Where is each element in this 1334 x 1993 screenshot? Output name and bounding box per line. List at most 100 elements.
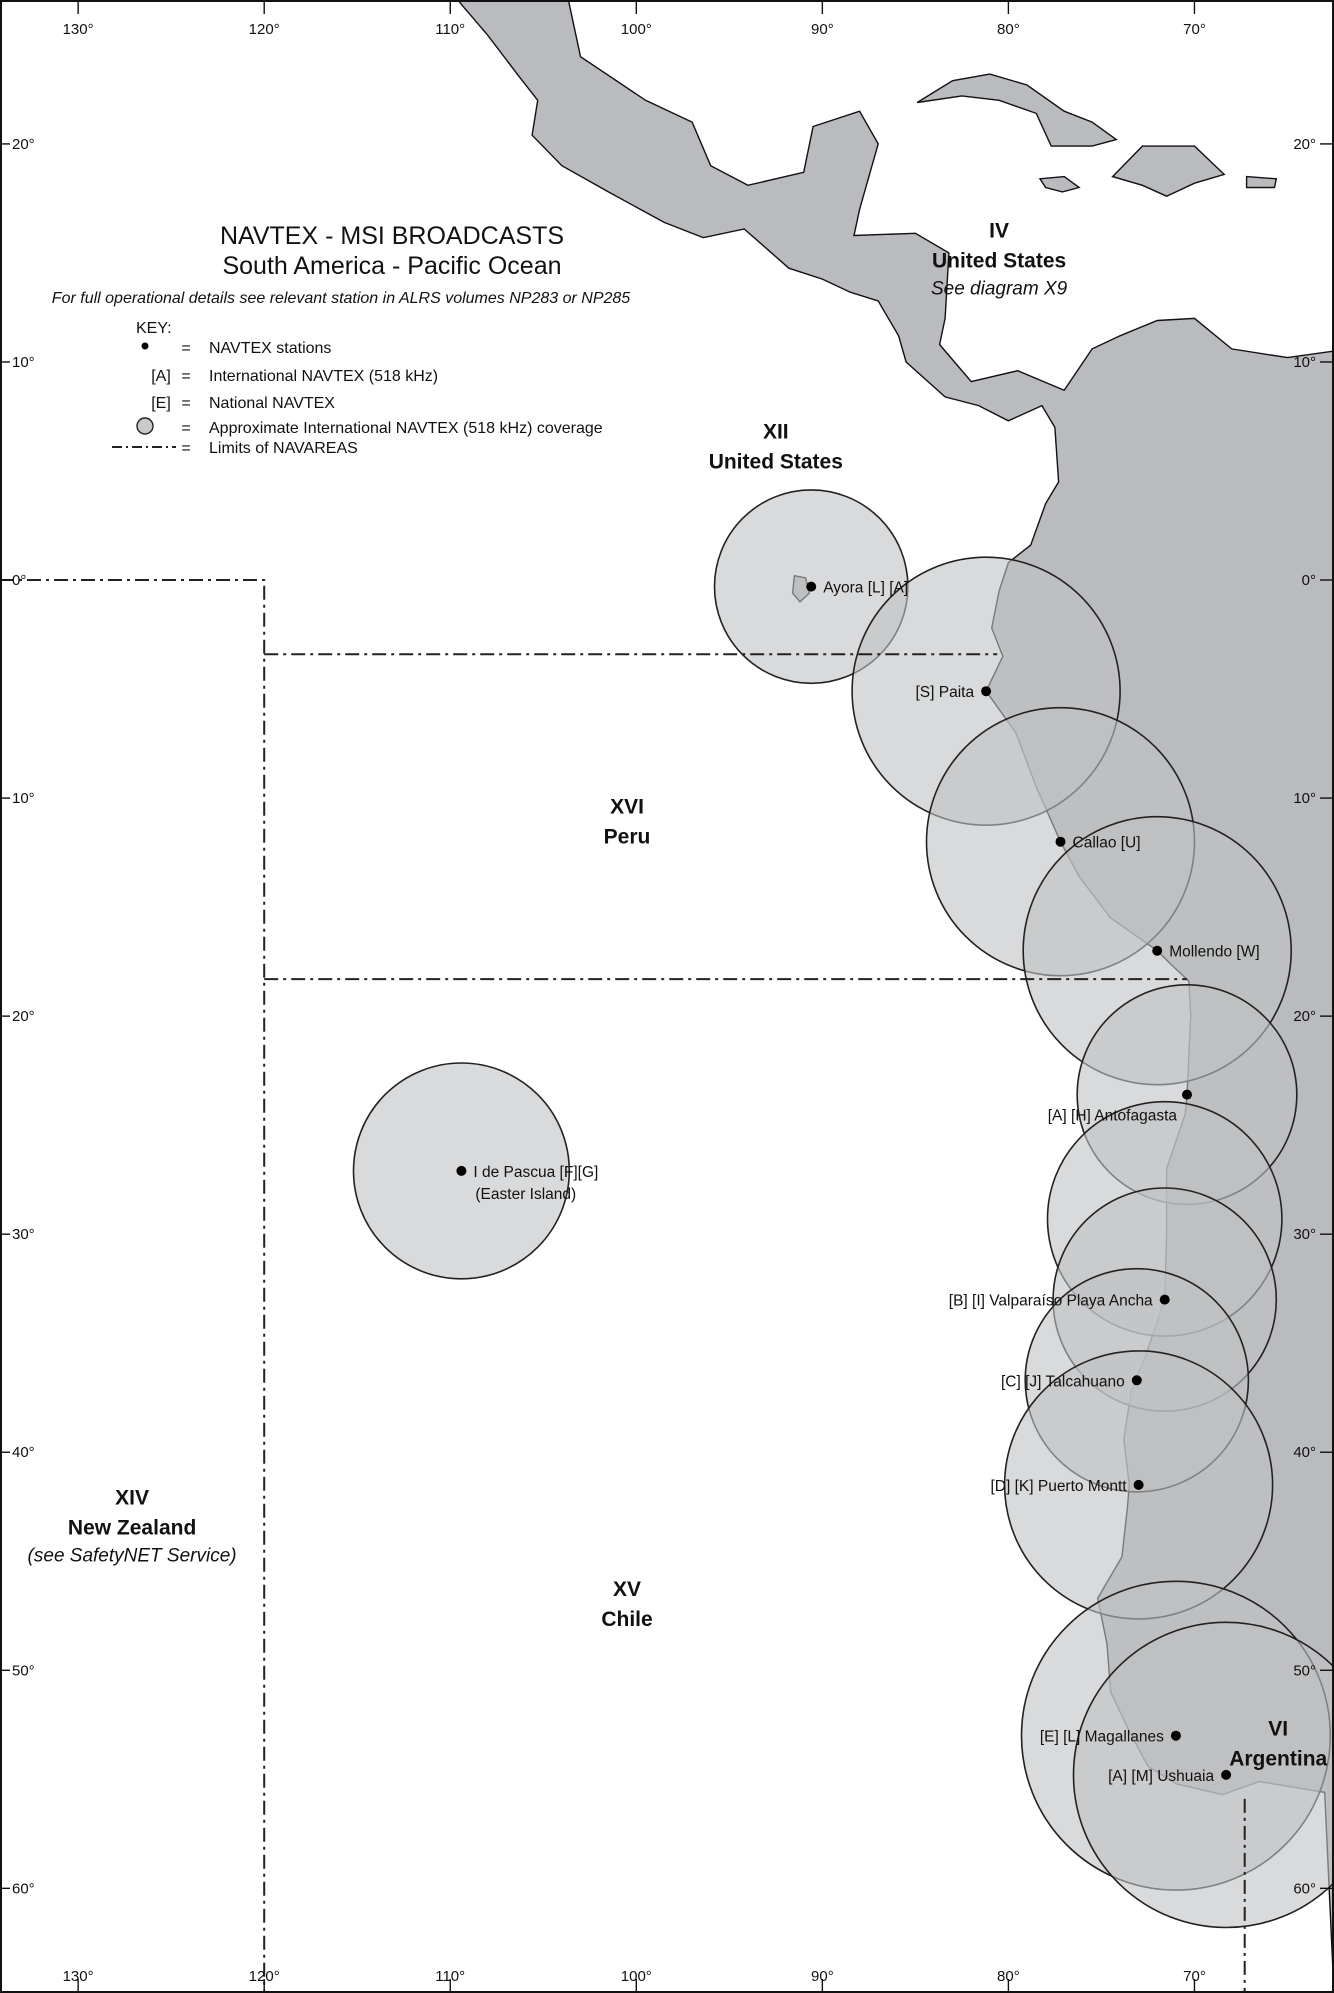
lat-label-right: 30° — [1293, 1226, 1316, 1243]
lon-label-top: 80° — [997, 21, 1020, 38]
region-country: Argentina — [1229, 1748, 1327, 1771]
region-country: United States — [932, 250, 1066, 273]
region-country: Chile — [601, 1608, 652, 1631]
region-numeral: XIV — [115, 1487, 149, 1510]
region-numeral: XVI — [610, 795, 644, 818]
region-country: New Zealand — [68, 1517, 196, 1540]
region-country: Peru — [604, 825, 651, 848]
map-title: NAVTEX - MSI BROADCASTS — [220, 222, 564, 250]
lon-label-bottom: 120° — [249, 1968, 280, 1985]
land-jamaica — [1038, 175, 1081, 193]
legend: KEY: = NAVTEX stations [A] = Internation… — [112, 320, 603, 457]
lon-label-bottom: 70° — [1183, 1968, 1206, 1985]
station-dot — [456, 1165, 467, 1176]
title-block: NAVTEX - MSI BROADCASTS South America - … — [52, 222, 630, 307]
station-label: [B] [I] Valparaíso Playa Ancha — [949, 1293, 1153, 1310]
lon-label-bottom: 90° — [811, 1968, 834, 1985]
coverage-layer — [352, 489, 1334, 1929]
legend-separator: = — [181, 440, 190, 457]
lon-label-top: 120° — [249, 21, 280, 38]
station-dot — [1152, 945, 1163, 956]
lat-label-right: 40° — [1293, 1444, 1316, 1461]
region-numeral: XII — [763, 420, 789, 443]
lat-label-left: 0° — [12, 572, 26, 589]
lon-label-top: 110° — [435, 21, 465, 38]
legend-symbol-national: [E] — [151, 395, 171, 412]
lat-label-left: 50° — [12, 1662, 35, 1679]
lat-label-right: 20° — [1293, 1008, 1316, 1025]
station-label: [S] Paita — [916, 684, 975, 701]
station-dot — [981, 686, 992, 697]
region-numeral: IV — [989, 220, 1009, 243]
legend-text-limits: Limits of NAVAREAS — [209, 440, 358, 457]
station-label: Ayora [L] [A] — [823, 580, 908, 597]
lat-label-right: 10° — [1293, 354, 1316, 371]
station-dot — [1182, 1089, 1192, 1100]
land-puerto-rico — [1245, 175, 1278, 189]
station-dot — [1131, 1375, 1142, 1386]
legend-text-international: International NAVTEX (518 kHz) — [209, 368, 438, 385]
navarea-limit-line — [0, 579, 266, 1993]
land-cuba — [916, 73, 1118, 147]
land-hispaniola — [1111, 145, 1226, 197]
station-dot — [1133, 1479, 1144, 1490]
lon-label-bottom: 130° — [63, 1968, 94, 1985]
station-dot — [1159, 1294, 1170, 1305]
lat-label-right: 20° — [1293, 136, 1316, 153]
lat-label-right: 50° — [1293, 1662, 1316, 1679]
lat-label-left: 10° — [12, 790, 35, 807]
station-dot — [1055, 836, 1066, 847]
lat-label-left: 30° — [12, 1226, 35, 1243]
station-label: Callao [U] — [1073, 835, 1141, 852]
legend-text-stations: NAVTEX stations — [209, 340, 331, 357]
lon-label-bottom: 110° — [435, 1968, 465, 1985]
station-label-secondary: (Easter Island) — [475, 1186, 576, 1203]
region-numeral: XV — [613, 1578, 641, 1601]
lon-label-top: 130° — [63, 21, 94, 38]
legend-text-coverage: Approximate International NAVTEX (518 kH… — [209, 420, 603, 437]
station-dot — [1170, 1730, 1181, 1741]
legend-separator: = — [181, 340, 190, 357]
station-label: Mollendo [W] — [1169, 944, 1259, 961]
station-label: [A] [M] Ushuaia — [1108, 1768, 1214, 1785]
legend-separator: = — [181, 420, 190, 437]
station-label: [C] [J] Talcahuano — [1001, 1373, 1125, 1390]
region-numeral: VI — [1268, 1718, 1288, 1741]
station-dot — [1221, 1769, 1232, 1780]
lat-label-right: 60° — [1293, 1880, 1316, 1897]
legend-station-dot-icon — [141, 342, 149, 350]
region-note: See diagram X9 — [931, 279, 1068, 300]
lat-label-left: 20° — [12, 136, 35, 153]
lat-label-left: 60° — [12, 1880, 35, 1897]
region-note: (see SafetyNET Service) — [28, 1546, 237, 1567]
lat-label-right: 10° — [1293, 790, 1316, 807]
legend-text-national: National NAVTEX — [209, 395, 335, 412]
legend-symbol-international: [A] — [151, 368, 171, 385]
lon-label-bottom: 100° — [621, 1968, 652, 1985]
map-subtitle: South America - Pacific Ocean — [222, 252, 561, 280]
lon-label-top: 70° — [1183, 21, 1206, 38]
station-label: I de Pascua [F][G] — [473, 1164, 598, 1181]
lon-label-top: 100° — [621, 21, 652, 38]
station-label: [D] [K] Puerto Montt — [990, 1478, 1127, 1495]
lat-label-left: 40° — [12, 1444, 35, 1461]
lat-label-right: 0° — [1302, 572, 1316, 589]
legend-heading: KEY: — [136, 320, 172, 337]
coverage-circle — [1072, 1621, 1334, 1929]
lat-label-left: 20° — [12, 1008, 35, 1025]
station-label: [A] [H] Antofagasta — [1048, 1108, 1178, 1125]
legend-coverage-circle-icon — [136, 417, 154, 435]
navarea-limits-layer — [0, 579, 1246, 1993]
station-label: [E] [L] Magallanes — [1040, 1729, 1164, 1746]
region-country: United States — [709, 450, 843, 473]
legend-separator: = — [181, 395, 190, 412]
lon-label-top: 90° — [811, 21, 834, 38]
lat-label-left: 10° — [12, 354, 35, 371]
map-note: For full operational details see relevan… — [52, 290, 630, 307]
lon-label-bottom: 80° — [997, 1968, 1020, 1985]
